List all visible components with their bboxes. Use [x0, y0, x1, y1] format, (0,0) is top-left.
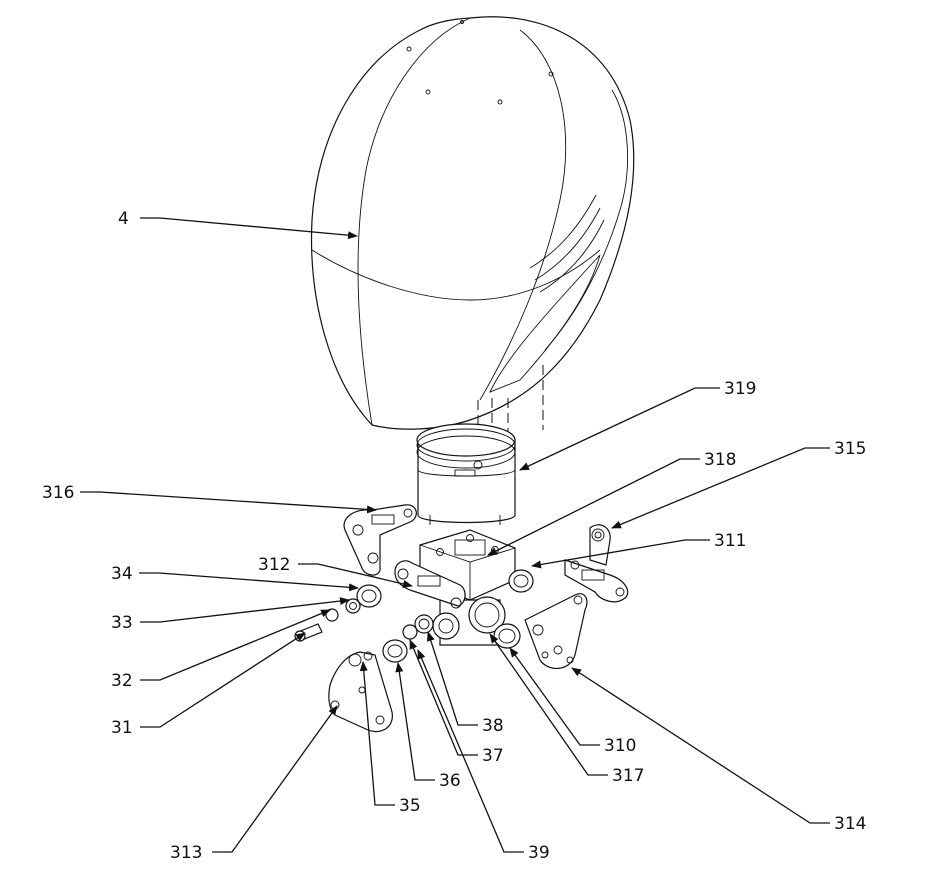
callout-36: 36 [439, 771, 461, 791]
callout-316: 316 [42, 483, 74, 503]
callout-314: 314 [834, 814, 866, 834]
callout-33: 33 [111, 613, 133, 633]
left-upper-link [343, 504, 417, 576]
callout-32: 32 [111, 671, 133, 691]
callout-4: 4 [118, 209, 129, 229]
callout-318: 318 [704, 450, 736, 470]
bearing-ring-311 [508, 569, 534, 593]
callout-310: 310 [604, 736, 636, 756]
callout-31: 31 [111, 718, 133, 738]
head-shell [310, 16, 635, 430]
callout-312: 312 [258, 555, 290, 575]
callout-37: 37 [482, 746, 504, 766]
actuator-unit [416, 423, 516, 525]
callout-313: 313 [170, 843, 202, 863]
callout-311: 311 [714, 531, 746, 551]
callout-315: 315 [834, 439, 866, 459]
callout-35: 35 [399, 796, 421, 816]
callout-319: 319 [724, 379, 756, 399]
callout-34: 34 [111, 564, 133, 584]
callout-labels: 4 319 318 315 316 311 312 34 33 32 31 38… [42, 209, 866, 863]
right-upper-link [564, 524, 629, 603]
callout-39: 39 [528, 843, 550, 863]
callout-38: 38 [482, 716, 504, 736]
small-parts [294, 584, 434, 663]
left-lower-link [328, 651, 393, 733]
leader-lines [80, 217, 830, 853]
callout-317: 317 [612, 766, 644, 786]
right-lower-link [524, 593, 588, 669]
